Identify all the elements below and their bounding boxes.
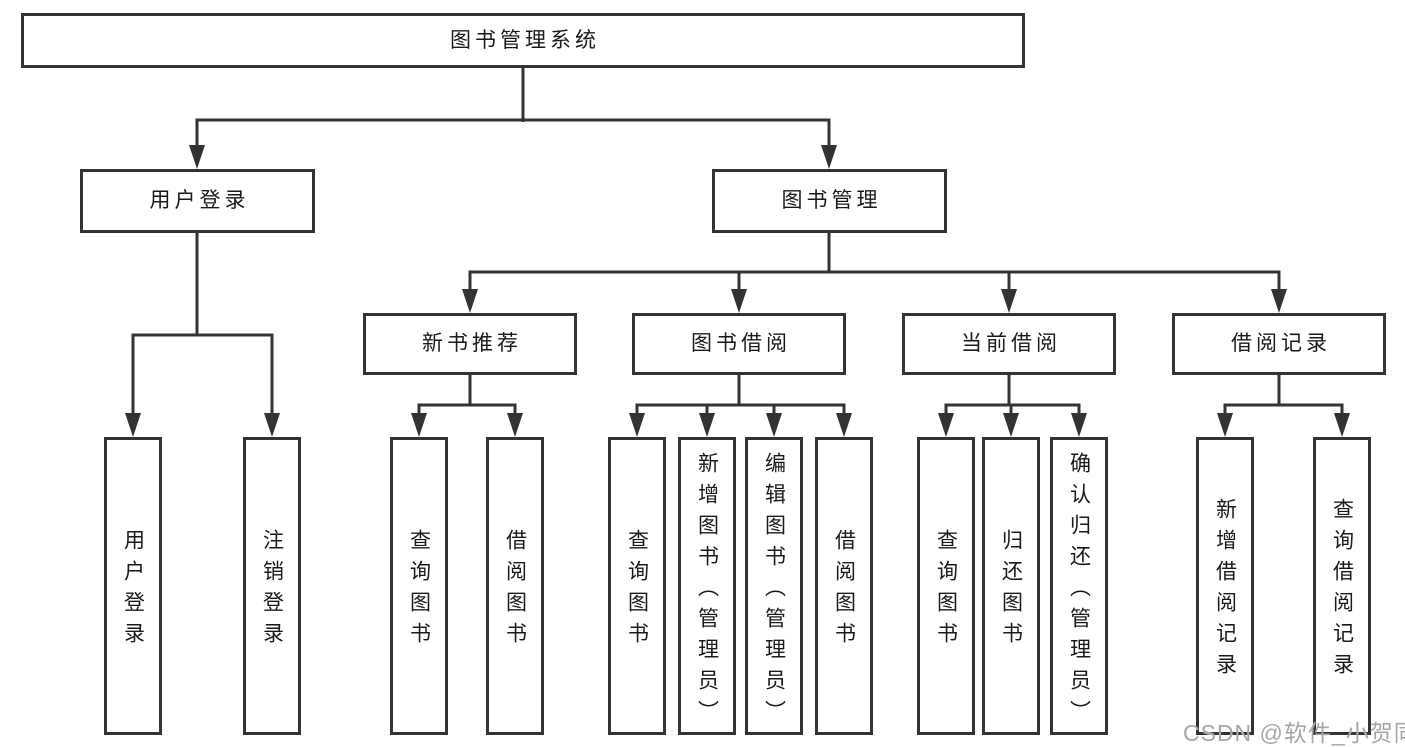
arrowhead [411,413,427,437]
node-user-login: 用户登录 [80,169,315,233]
node-borrow-records: 借阅记录 [1172,313,1386,375]
node-leaf-add-books-admin-label: 新增图书（管理员） [695,451,719,731]
arrowhead [1001,289,1017,313]
node-new-book-recommend: 新书推荐 [363,313,577,375]
node-new-book-recommend-label: 新书推荐 [422,332,522,356]
arrowhead [125,413,141,437]
arrowhead [629,413,645,437]
arrowhead [699,413,715,437]
node-leaf-logout: 注销登录 [243,437,301,735]
arrowheads [125,145,1350,437]
node-leaf-user-login: 用户登录 [104,437,162,735]
node-current-borrowing: 当前借阅 [902,313,1116,375]
arrowhead [507,413,523,437]
arrowhead [1071,413,1087,437]
node-library-system: 图书管理系统 [21,13,1025,68]
node-leaf-add-borrow-record-label: 新增借阅记录 [1213,498,1237,684]
watermark: CSDN @软件_小贺同学 [1183,720,1405,746]
node-leaf-query-books-current: 查询图书 [917,437,975,735]
arrowhead [731,289,747,313]
arrowhead [264,413,280,437]
node-leaf-query-borrow-record: 查询借阅记录 [1313,437,1371,735]
node-leaf-confirm-return-admin-label: 确认归还（管理员） [1067,451,1091,731]
arrowhead [766,413,782,437]
arrowhead [189,145,205,169]
node-borrow-records-label: 借阅记录 [1231,332,1331,356]
node-leaf-borrow-books-recommend: 借阅图书 [486,437,544,735]
node-book-management: 图书管理 [712,169,947,233]
node-leaf-add-books-admin: 新增图书（管理员） [678,437,736,735]
node-leaf-query-books-recommend-label: 查询图书 [407,529,431,653]
node-leaf-return-books-label: 归还图书 [999,529,1023,653]
node-leaf-add-borrow-record: 新增借阅记录 [1196,437,1254,735]
node-leaf-query-books-recommend: 查询图书 [390,437,448,735]
node-leaf-query-books-borrow: 查询图书 [608,437,666,735]
node-leaf-confirm-return-admin: 确认归还（管理员） [1050,437,1108,735]
node-leaf-logout-label: 注销登录 [260,529,284,653]
node-leaf-query-books-current-label: 查询图书 [934,529,958,653]
node-leaf-borrow-books: 借阅图书 [815,437,873,735]
node-leaf-return-books: 归还图书 [982,437,1040,735]
arrowhead [1271,289,1287,313]
node-book-borrowing: 图书借阅 [632,313,846,375]
arrowhead [1003,413,1019,437]
node-book-borrowing-label: 图书借阅 [691,332,791,356]
connector-path [131,68,1344,416]
node-leaf-query-books-borrow-label: 查询图书 [625,529,649,653]
node-leaf-user-login-label: 用户登录 [121,529,145,653]
node-leaf-edit-books-admin: 编辑图书（管理员） [745,437,803,735]
node-current-borrowing-label: 当前借阅 [961,332,1061,356]
arrowhead [821,145,837,169]
node-leaf-borrow-books-recommend-label: 借阅图书 [503,529,527,653]
node-user-login-label: 用户登录 [149,189,250,213]
arrowhead [1334,413,1350,437]
node-leaf-borrow-books-label: 借阅图书 [832,529,856,653]
node-leaf-query-borrow-record-label: 查询借阅记录 [1330,498,1354,684]
arrowhead [462,289,478,313]
arrowhead [1217,413,1233,437]
node-book-management-label: 图书管理 [781,189,882,213]
node-leaf-edit-books-admin-label: 编辑图书（管理员） [762,451,786,731]
node-library-system-label: 图书管理系统 [450,28,600,52]
arrowhead [836,413,852,437]
arrowhead [938,413,954,437]
